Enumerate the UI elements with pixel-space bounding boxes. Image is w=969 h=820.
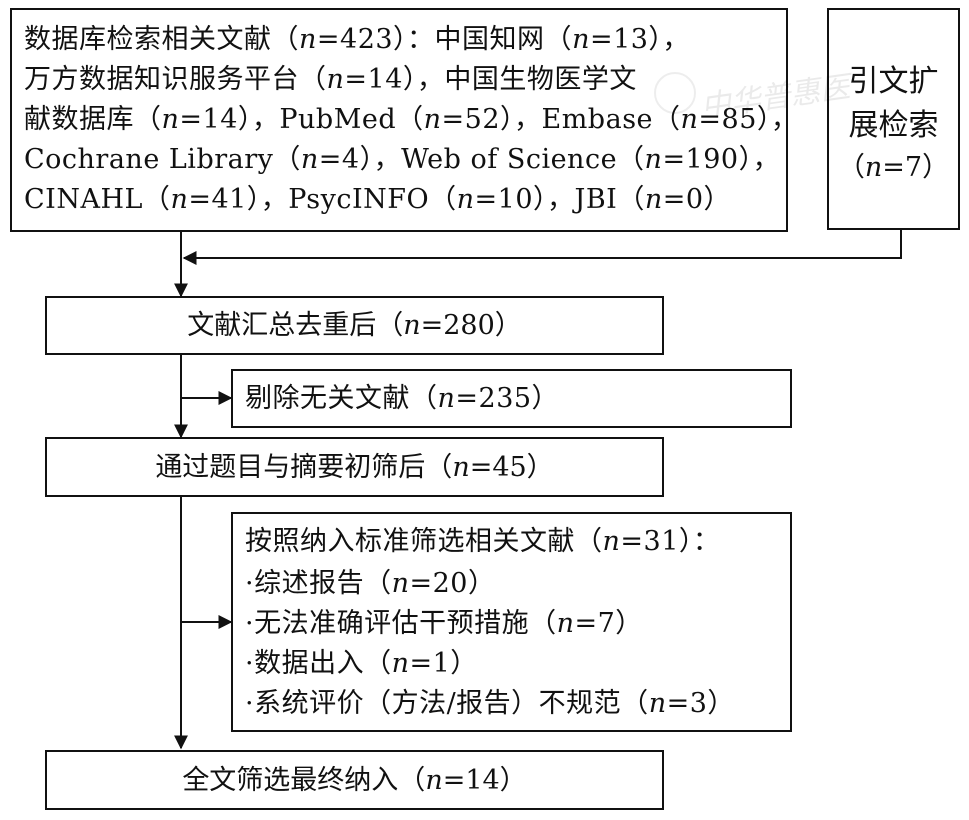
fulltext-excluded-item-1: ·综述报告（n=20） — [245, 568, 496, 599]
final-text: 全文筛选最终纳入（n=14） — [182, 765, 527, 796]
watermark-seal — [654, 72, 696, 114]
fulltext-excluded-item-3: ·数据出入（n=1） — [245, 648, 478, 679]
final-box: 全文筛选最终纳入（n=14） — [45, 750, 664, 810]
search-line-1: 数据库检索相关文献（n=423）：中国知网（n=13）， — [24, 24, 690, 55]
screened-box: 通过题目与摘要初筛后（n=45） — [45, 437, 664, 497]
dedup-box: 文献汇总去重后（n=280） — [45, 296, 664, 355]
search-box: 数据库检索相关文献（n=423）：中国知网（n=13）， 万方数据知识服务平台（… — [10, 8, 798, 232]
search-line-2: 万方数据知识服务平台（n=14），中国生物医学文 — [24, 64, 637, 95]
arrow-citation-to-spine — [182, 230, 902, 265]
search-line-5: CINAHL（n=41），PsycINFO（n=10），JBI（n=0） — [24, 184, 732, 215]
screened-text: 通过题目与摘要初筛后（n=45） — [155, 452, 554, 483]
search-line-3: 献数据库（n=14），PubMed（n=52），Embase（n=85）， — [24, 104, 799, 135]
fulltext-excluded-item-4: ·系统评价（方法/报告）不规范（n=3） — [245, 688, 735, 719]
fulltext-excluded-box: 按照纳入标准筛选相关文献（n=31）： ·综述报告（n=20） ·无法准确评估干… — [231, 512, 792, 732]
search-line-4: Cochrane Library（n=4），Web of Science（n=1… — [24, 144, 781, 175]
dedup-text: 文献汇总去重后（n=280） — [187, 310, 522, 341]
citation-line-2: 展检索 — [848, 108, 939, 143]
excluded-text: 剔除无关文献（n=235） — [245, 383, 560, 414]
citation-line-1: 引文扩 — [848, 64, 939, 99]
citation-line-3: （n=7） — [837, 152, 950, 183]
citation-box: 引文扩 展检索 （n=7） — [827, 8, 960, 230]
fulltext-excluded-item-2: ·无法准确评估干预措施（n=7） — [245, 608, 643, 639]
excluded-box: 剔除无关文献（n=235） — [231, 369, 792, 428]
fulltext-excluded-header: 按照纳入标准筛选相关文献（n=31）： — [245, 526, 721, 557]
